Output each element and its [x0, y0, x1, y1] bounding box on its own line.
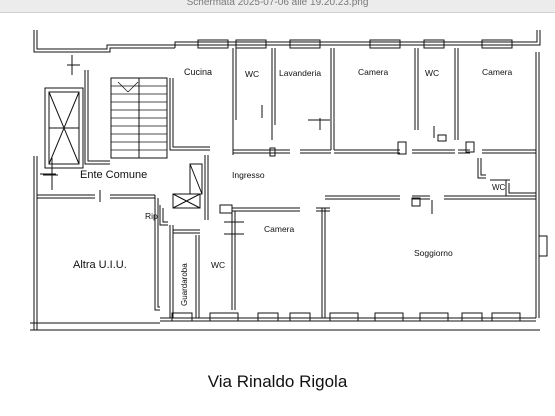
room-label-soggiorno: Soggiorno: [414, 248, 453, 258]
room-label-camera-1: Camera: [358, 67, 389, 77]
room-label-cucina: Cucina: [184, 67, 212, 77]
room-label-wc-2: WC: [425, 68, 439, 78]
window-title: Schermata 2025-07-06 alle 19.20.23.png: [186, 0, 369, 8]
street-label: Via Rinaldo Rigola: [207, 372, 348, 391]
room-label-wc-3: WC: [492, 183, 506, 192]
room-label-guardaroba: Guardaroba: [180, 263, 189, 306]
room-label-rip: Rip: [145, 211, 158, 221]
room-label-altra-uiu: Altra U.I.U.: [73, 259, 127, 271]
floor-plan: Cucina WC Lavanderia Camera WC Camera En…: [30, 30, 548, 331]
room-label-lavanderia: Lavanderia: [279, 68, 321, 78]
room-label-ingresso: Ingresso: [232, 170, 265, 180]
room-label-wc-1: WC: [245, 69, 259, 79]
window-titlebar: Schermata 2025-07-06 alle 19.20.23.png: [0, 0, 555, 13]
room-label-ente-comune: Ente Comune: [80, 169, 147, 181]
room-label-camera-2: Camera: [482, 67, 513, 77]
room-label-camera-3: Camera: [264, 224, 295, 234]
room-label-wc-4: WC: [211, 260, 225, 270]
